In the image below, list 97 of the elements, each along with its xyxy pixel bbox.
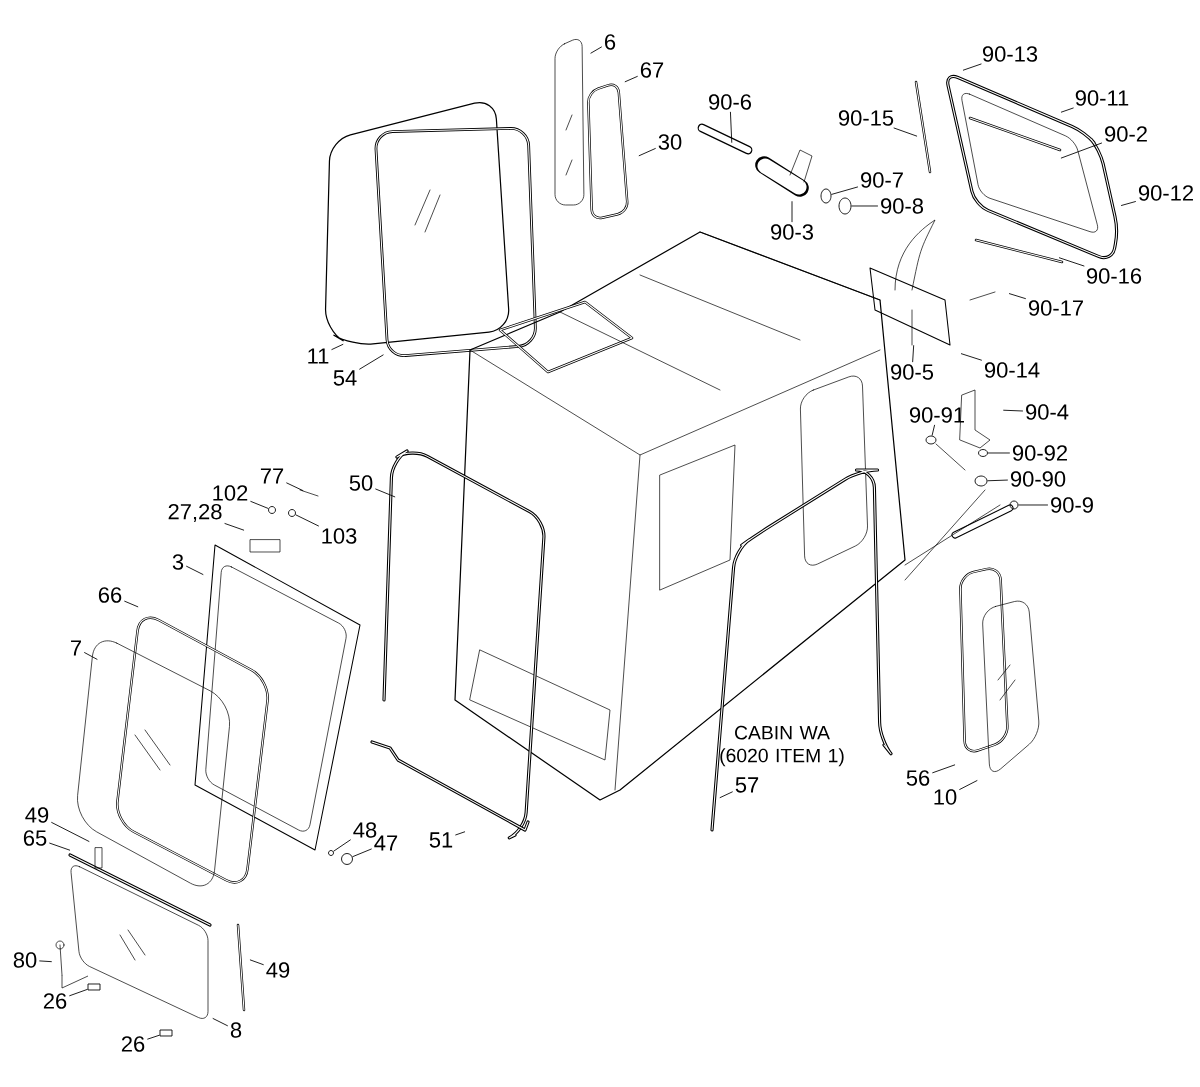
leader-line [962, 63, 982, 71]
leader-line [624, 75, 639, 83]
washer-icon [978, 449, 988, 457]
callout-number: 49 [25, 807, 49, 823]
callout-number: 90-3 [771, 224, 813, 240]
washer-icon [288, 509, 296, 517]
washer-icon [268, 506, 276, 514]
leader-line [48, 842, 71, 851]
callout-number: 65 [23, 830, 47, 846]
leader-line [1008, 293, 1027, 300]
leader-line [123, 600, 139, 608]
callout-number: 7 [71, 640, 81, 656]
callout-number: 90-13 [982, 46, 1038, 62]
callout-number: 6 [605, 34, 616, 50]
leader-line [185, 565, 204, 576]
ring-icon [820, 188, 832, 204]
callout-number: 90-12 [1138, 185, 1193, 201]
callout-number: 10 [934, 789, 957, 805]
callout-number: 8 [230, 1022, 242, 1038]
callout-number: 90-92 [1012, 445, 1067, 461]
nut-icon [341, 853, 353, 865]
callout-number: 90-11 [1075, 90, 1129, 106]
leader-line [212, 1017, 229, 1027]
leader-line [851, 205, 879, 207]
leader-line [68, 988, 88, 997]
leader-line [352, 848, 373, 858]
clip-icon [159, 1029, 173, 1037]
ring-icon [838, 197, 852, 215]
callout-number: 90-7 [861, 172, 903, 188]
leader-line [83, 651, 98, 660]
leader-line [719, 791, 734, 799]
callout-number: 11 [308, 348, 329, 364]
callout-number: 90-15 [838, 110, 894, 126]
leader-line [987, 452, 1011, 454]
callout-number: 80 [13, 952, 37, 968]
callout-number: 26 [121, 1036, 145, 1052]
callout-number: 26 [43, 993, 67, 1009]
leader-line [333, 839, 352, 852]
callout-number: 67 [640, 62, 664, 78]
leader-line [1060, 107, 1075, 113]
callout-number: 51 [429, 832, 453, 848]
leader-line [295, 514, 320, 527]
callout-number: 90-6 [709, 94, 751, 110]
callout-number: 3 [172, 554, 184, 570]
callout-number: 30 [658, 134, 682, 150]
callout-number: 27,28 [168, 503, 222, 523]
pin-icon [974, 475, 988, 487]
callout-number: 54 [333, 370, 357, 386]
leader-line [454, 831, 466, 836]
leader-line [931, 424, 936, 437]
callout-number: 90-16 [1086, 268, 1142, 284]
callout-number: 77 [260, 468, 284, 484]
leader-line [285, 482, 304, 492]
leader-line [638, 147, 657, 157]
leader-line [958, 779, 978, 791]
leader-line [730, 111, 733, 144]
callout-number: 49 [266, 962, 290, 978]
leader-line [1018, 504, 1049, 506]
callout-number: 90-8 [881, 198, 924, 214]
leader-line [146, 1034, 160, 1040]
callout-number: 90-9 [1051, 497, 1093, 513]
leader-line [830, 186, 859, 195]
clip-icon [87, 983, 101, 991]
eye-icon [1009, 500, 1019, 510]
leader-line [791, 200, 793, 223]
leader-line [374, 488, 396, 498]
callout-number: 56 [906, 770, 930, 786]
callout-number: 90-17 [1028, 300, 1083, 316]
note-text: CABIN WA (6020 ITEM 1) [720, 725, 844, 767]
leader-line [50, 821, 90, 843]
callout-number: 57 [735, 777, 759, 793]
leader-line [250, 500, 269, 509]
callout-number: 90-91 [909, 407, 964, 423]
callout-number: 50 [349, 475, 373, 491]
leader-line [1120, 201, 1137, 206]
callout-number: 90-5 [891, 364, 934, 380]
leader-line [590, 46, 603, 54]
leader-line [331, 343, 344, 351]
callout-number: 66 [98, 587, 122, 603]
callout-number: 90-2 [1105, 126, 1147, 142]
leader-line [1002, 409, 1024, 412]
callout-number: 90-14 [984, 362, 1040, 378]
clip-icon [925, 435, 937, 445]
leader-line [249, 959, 265, 966]
leader-line [1058, 257, 1085, 267]
leader-line [931, 764, 956, 774]
leader-line [38, 960, 53, 963]
callout-number: 102 [213, 485, 248, 501]
leader-line [987, 479, 1009, 482]
leader-line [912, 344, 915, 363]
leader-line [224, 522, 245, 531]
leader-line [960, 353, 983, 361]
callout-number: 90-4 [1026, 404, 1069, 420]
callout-number: 103 [322, 528, 357, 544]
leader-line [893, 127, 918, 137]
callout-number: 90-90 [1010, 471, 1066, 487]
leader-line [358, 354, 384, 370]
